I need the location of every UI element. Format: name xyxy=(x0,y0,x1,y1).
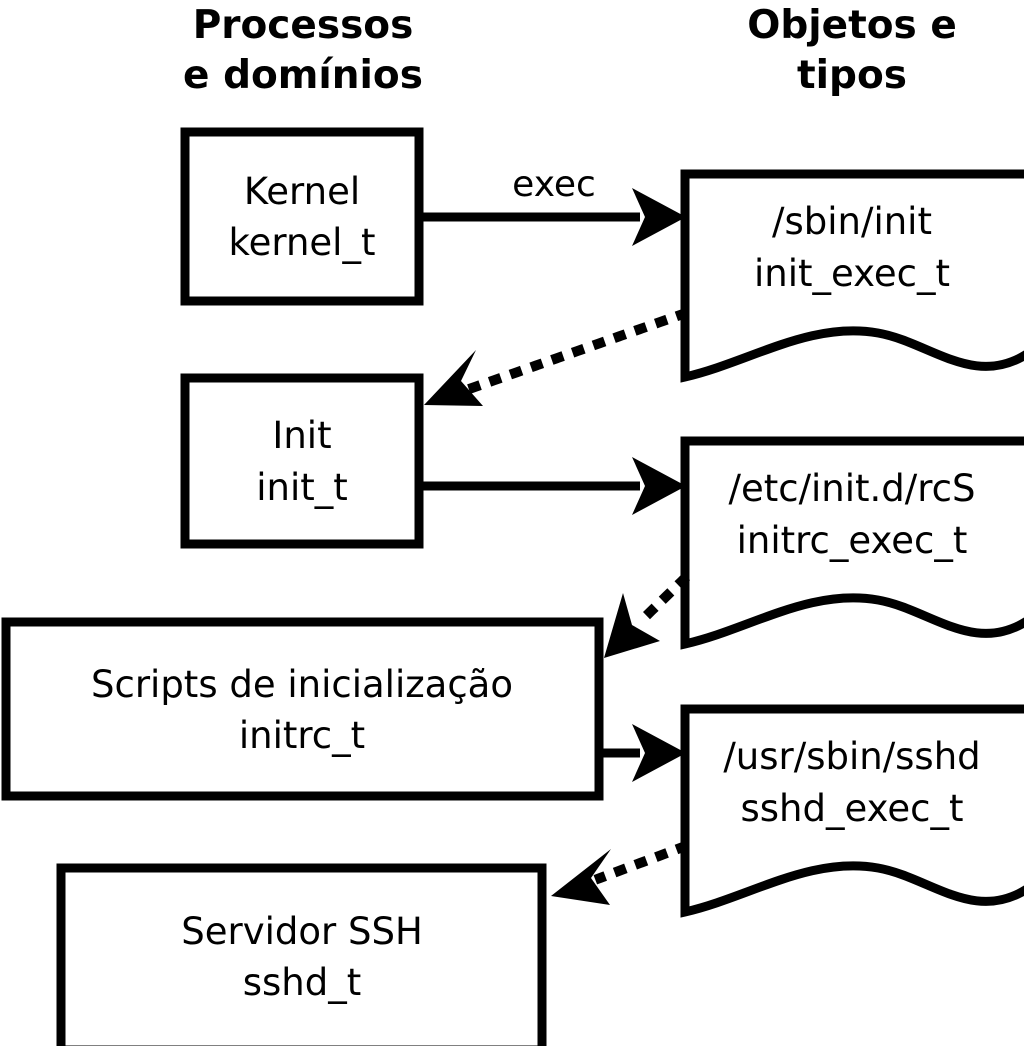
edge-initrc-exec-transition-arrowhead xyxy=(604,593,660,658)
column-title-processes-line2: e domínios xyxy=(183,53,423,98)
edge-kernel-exec-arrowhead xyxy=(632,188,686,246)
node-init-exec[interactable]: /sbin/init init_exec_t xyxy=(680,169,1024,383)
edge-sshd-exec-transition-line xyxy=(593,840,690,885)
edge-initrc-exec-transition-initrc xyxy=(604,572,691,658)
column-title-objects-line2: tipos xyxy=(797,53,907,98)
node-init-exec-line1: /sbin/init xyxy=(772,200,932,243)
node-initrc-exec[interactable]: /etc/init.d/rcS initrc_exec_t xyxy=(680,436,1024,650)
column-title-processes: Processos e domínios xyxy=(183,3,423,98)
node-kernel-line1: Kernel xyxy=(244,170,360,213)
edge-init-exec-initrc-exec xyxy=(419,457,686,515)
node-init-box[interactable] xyxy=(180,373,424,549)
node-sshd-exec[interactable]: /usr/sbin/sshd sshd_exec_t xyxy=(680,704,1024,918)
node-sshd-line2: sshd_t xyxy=(243,961,362,1004)
node-initrc-exec-line1: /etc/init.d/rcS xyxy=(728,467,975,510)
edge-init-exec-transition-init xyxy=(424,307,690,406)
node-initrc-box[interactable] xyxy=(1,617,604,801)
node-sshd-exec-document-shape[interactable] xyxy=(680,704,1024,918)
node-sshd[interactable]: Servidor SSH sshd_t xyxy=(56,863,547,1046)
node-initrc-exec-line2: initrc_exec_t xyxy=(737,519,968,562)
edge-kernel-exec-init-exec: exec xyxy=(419,164,686,246)
column-title-objects: Objetos e tipos xyxy=(747,3,957,98)
edge-init-exec-transition-line xyxy=(465,307,690,395)
node-kernel-box[interactable] xyxy=(180,127,424,306)
node-init-line1: Init xyxy=(272,414,331,457)
column-title-objects-line1: Objetos e xyxy=(747,3,957,48)
edge-init-exec-initrc-arrowhead xyxy=(632,457,686,515)
node-init-line2: init_t xyxy=(256,466,348,509)
node-initrc[interactable]: Scripts de inicialização initrc_t xyxy=(1,617,604,801)
edge-initrc-exec-sshd-arrowhead xyxy=(632,724,686,782)
edge-init-exec-transition-arrowhead xyxy=(424,350,483,406)
node-sshd-line1: Servidor SSH xyxy=(181,910,423,953)
node-sshd-exec-line2: sshd_exec_t xyxy=(741,787,964,830)
node-init-exec-document-shape[interactable] xyxy=(680,169,1024,383)
column-title-processes-line1: Processos xyxy=(193,3,414,48)
node-initrc-exec-document-shape[interactable] xyxy=(680,436,1024,650)
node-sshd-exec-line1: /usr/sbin/sshd xyxy=(723,735,980,778)
edge-sshd-exec-transition-arrowhead xyxy=(551,849,611,905)
node-init[interactable]: Init init_t xyxy=(180,373,424,549)
node-kernel-line2: kernel_t xyxy=(229,221,376,264)
edge-initrc-exec-sshd-exec xyxy=(599,724,686,782)
node-kernel[interactable]: Kernel kernel_t xyxy=(180,127,424,306)
node-init-exec-line2: init_exec_t xyxy=(754,252,950,295)
node-initrc-line2: initrc_t xyxy=(239,714,365,757)
edge-label-exec: exec xyxy=(512,164,596,205)
edge-sshd-exec-transition-sshd xyxy=(551,840,690,905)
node-initrc-line1: Scripts de inicialização xyxy=(91,663,513,706)
edge-initrc-exec-transition-line xyxy=(634,572,691,628)
node-sshd-box[interactable] xyxy=(56,863,547,1046)
